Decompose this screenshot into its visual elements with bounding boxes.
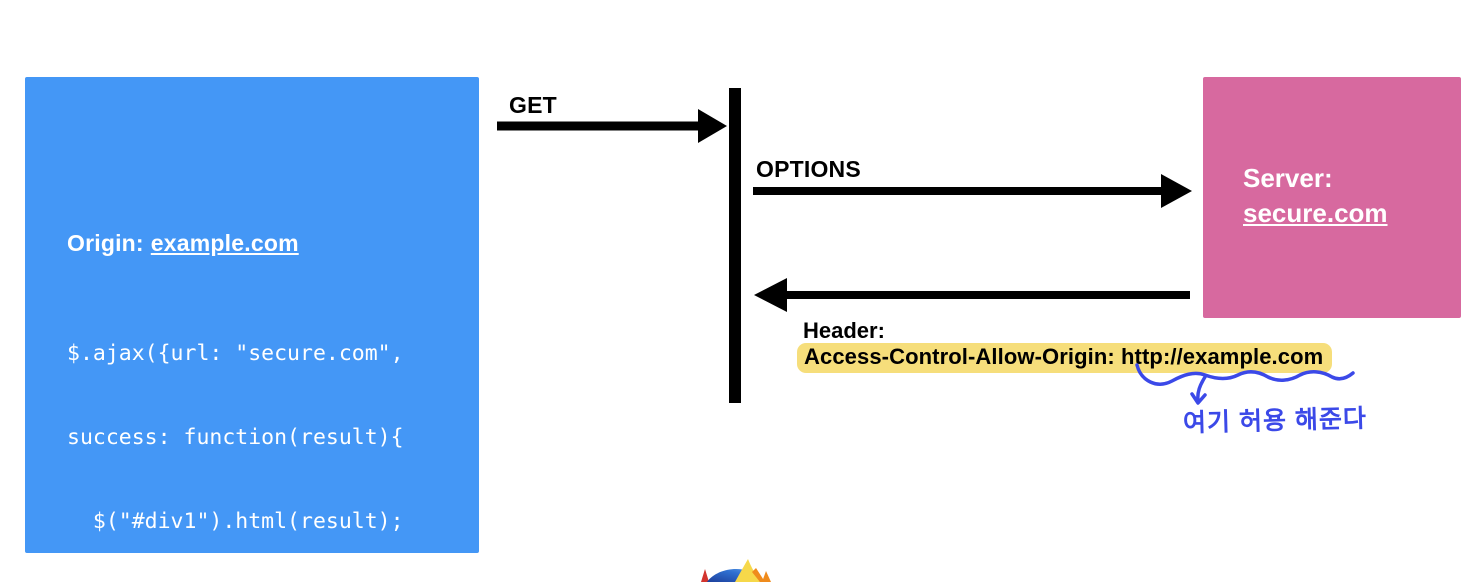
server-domain: secure.com	[1243, 198, 1388, 228]
response-header-value-wrap: Access-Control-Allow-Origin: http://exam…	[797, 343, 1333, 373]
annotation-arrow-icon	[1190, 375, 1207, 405]
partial-logo-icon	[701, 559, 771, 582]
handwritten-annotation: 여기 허용 해준다	[1182, 404, 1368, 438]
access-control-allow-origin-value: Access-Control-Allow-Origin: http://exam…	[797, 343, 1333, 373]
server-title-label: Server:	[1243, 163, 1333, 193]
server-box-content: Server: secure.com	[1243, 161, 1388, 231]
response-header-label: Header:	[803, 318, 885, 343]
origin-domain: example.com	[150, 230, 299, 256]
browser-boundary-bar	[729, 88, 741, 403]
ajax-code-block: $.ajax({url: "secure.com", success: func…	[67, 284, 404, 582]
origin-box-content: Origin:example.com $.ajax({url: "secure.…	[67, 230, 404, 582]
code-line: $.ajax({url: "secure.com",	[67, 341, 404, 366]
code-line: success: function(result){	[67, 425, 404, 450]
options-request-label: OPTIONS	[756, 156, 861, 182]
get-request-label: GET	[509, 92, 557, 118]
origin-box: Origin:example.com $.ajax({url: "secure.…	[25, 77, 479, 553]
server-box: Server: secure.com	[1203, 77, 1461, 318]
origin-title-label: Origin:	[67, 230, 144, 256]
origin-title: Origin:example.com	[67, 230, 404, 257]
response-arrow	[754, 278, 1190, 312]
code-line: $("#div1").html(result);	[67, 509, 404, 534]
